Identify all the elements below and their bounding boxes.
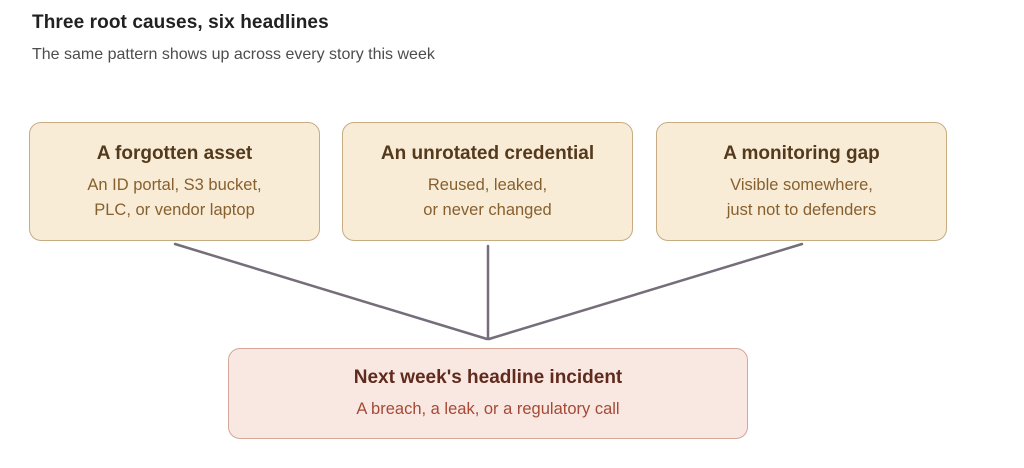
- connector-right: [487, 242, 804, 341]
- cause-body: Reused, leaked, or never changed: [423, 175, 552, 219]
- cause-body: Visible somewhere, just not to defenders: [726, 175, 877, 219]
- cause-box-forgotten-asset: A forgotten asset An ID portal, S3 bucke…: [29, 122, 320, 241]
- cause-box-unrotated-credential: An unrotated credential Reused, leaked, …: [342, 122, 633, 241]
- cause-body: An ID portal, S3 bucket, PLC, or vendor …: [87, 175, 262, 219]
- cause-heading: A forgotten asset: [96, 142, 253, 164]
- page-subtitle: The same pattern shows up across every s…: [32, 46, 435, 63]
- cause-heading: An unrotated credential: [380, 142, 595, 164]
- connector-left: [173, 242, 489, 341]
- outcome-heading: Next week's headline incident: [353, 367, 623, 388]
- cause-box-monitoring-gap: A monitoring gap Visible somewhere, just…: [656, 122, 947, 241]
- page-title: Three root causes, six headlines: [32, 12, 329, 33]
- outcome-body: A breach, a leak, or a regulatory call: [356, 400, 620, 418]
- cause-heading: A monitoring gap: [723, 142, 880, 164]
- outcome-box-headline-incident: Next week's headline incident A breach, …: [228, 348, 748, 439]
